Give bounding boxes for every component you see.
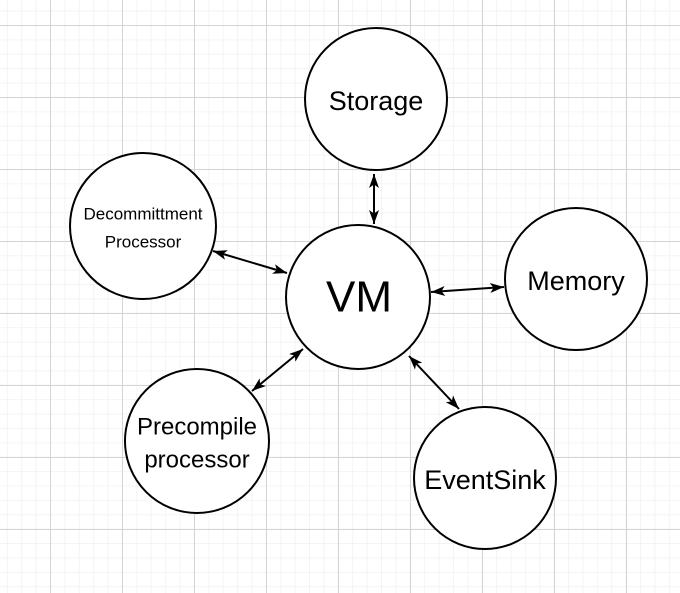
edge-vm-precompile-processor[interactable] [251,348,304,392]
storage-circle[interactable] [304,27,448,171]
node-decommittment-processor-label-line2: Processor [105,233,182,252]
edge-vm-memory[interactable] [430,282,505,297]
node-vm[interactable]: VM [285,224,431,370]
precompile-processor-circle[interactable] [124,368,270,514]
node-storage-label: Storage [329,86,424,116]
edge-vm-eventsink[interactable] [408,355,460,410]
node-decommittment-processor[interactable]: Decommittment Processor [69,152,217,300]
decommittment-processor-circle[interactable] [69,152,217,300]
node-decommittment-processor-label-line1: Decommittment [83,205,202,224]
node-storage[interactable]: Storage [304,27,448,171]
node-memory[interactable]: Memory [504,207,648,351]
node-memory-label: Memory [527,266,625,296]
node-precompile-processor-label-line1: Precompile [137,414,257,441]
node-precompile-processor-label-line2: processor [144,447,249,474]
node-eventsink-label: EventSink [424,465,546,495]
eventsink-circle[interactable] [413,406,557,550]
node-vm-label: VM [326,273,392,322]
node-eventsink[interactable]: EventSink [413,406,557,550]
edge-vm-decommittment-processor[interactable] [212,250,288,274]
vm-circle[interactable] [285,224,431,370]
memory-circle[interactable] [504,207,648,351]
node-precompile-processor[interactable]: Precompile processor [124,368,270,514]
